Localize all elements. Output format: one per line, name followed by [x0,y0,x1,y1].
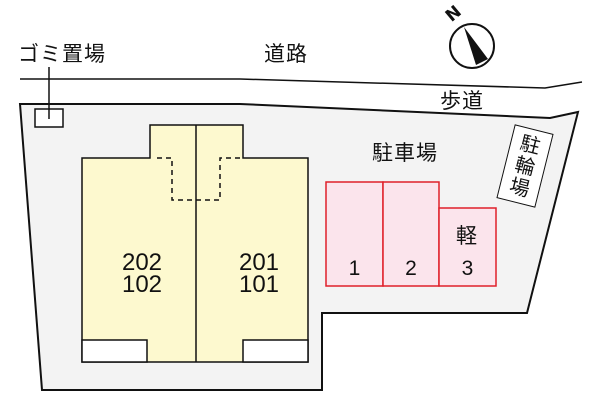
unit-upper-number: 201 [238,249,280,276]
sidewalk-label: 歩道 [440,89,484,113]
unit-left: 202 102 [112,249,172,298]
compass-icon [449,23,495,69]
bicycle-parking-char: 場 [507,173,533,202]
parking-space-number: 2 [405,257,417,280]
stair-dashed-outline [157,157,240,201]
parking-space-number: 1 [348,257,361,280]
building-outline [81,124,309,363]
parking-space-1 [325,181,384,287]
parking-space-number: 3 [461,257,474,280]
parking-space-2 [382,181,440,287]
garbage-station-label: ゴミ置場 [18,42,106,66]
kei-car-label: 軽 [456,224,477,248]
road-edge-line [239,78,583,89]
balcony-right [242,339,309,363]
balcony-left [81,339,148,363]
road-label: 道路 [264,42,308,66]
unit-right: 201 101 [229,249,289,298]
parking-lot-label: 駐車場 [372,141,438,165]
unit-lower-number: 102 [121,271,163,298]
unit-lower-number: 101 [238,271,280,298]
unit-upper-number: 202 [121,249,163,276]
parking-space-3 [438,207,497,287]
